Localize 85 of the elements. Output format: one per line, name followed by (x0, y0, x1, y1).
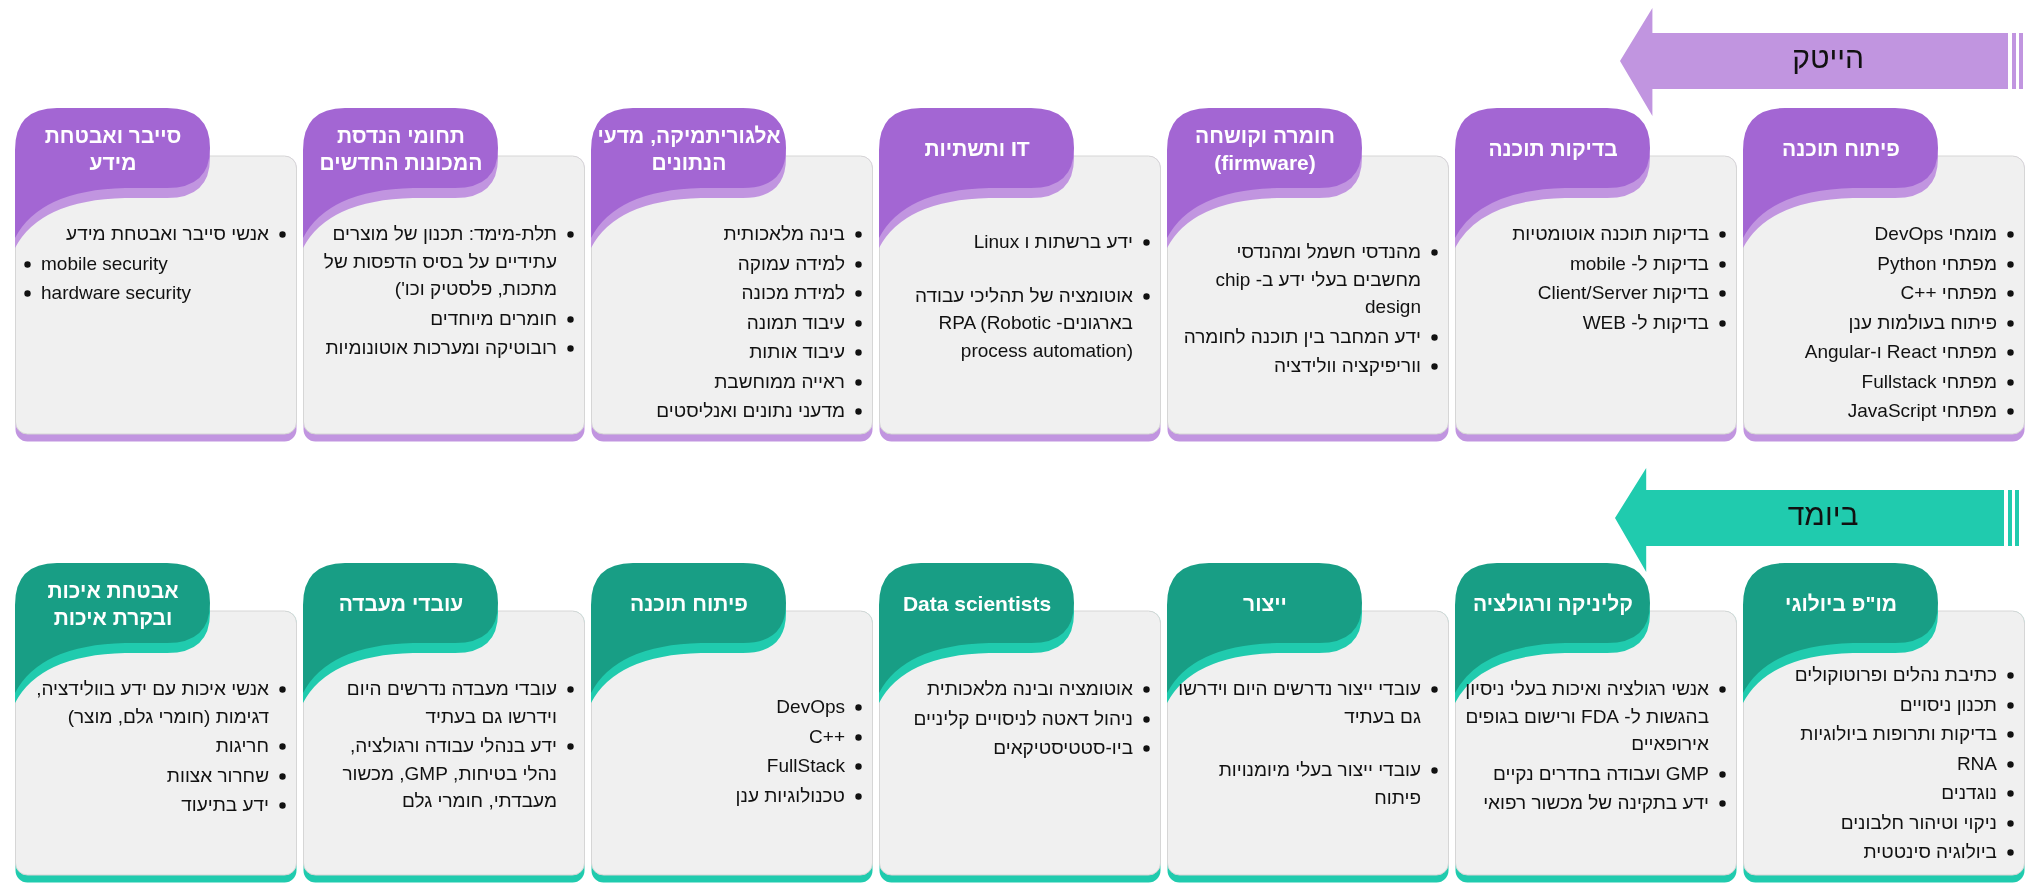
bullet-item: חומרים מיוחדים (311, 304, 577, 333)
bullet-item: תלת-מימד: תכנון של מוצרים עתידיים על בסיס הדפסות של מתכות, פלסטיק וכו') (311, 220, 577, 303)
bullet-item: רובוטיקה ומערכות אוטונומיות (311, 334, 577, 362)
card-heading: אבטחת איכות ובקרת איכות (46, 577, 180, 631)
bullet-item: ביולוגיה סינטטית (1751, 838, 2017, 866)
bullet-item: עיבוד אותות (599, 338, 865, 366)
category-card (879, 563, 1161, 883)
bullet-item: ידע המחבר בין תוכנה לחומרה (1175, 322, 1441, 351)
bullet-item: מומחי DevOps (1751, 220, 2017, 248)
bullet-item: נוגדנים (1751, 779, 2017, 807)
bullet-item: GMP ועבודה בחדרים נקיים (1463, 759, 1729, 788)
bullet-item: ניקוי וטיהור חלבונים (1751, 808, 2017, 837)
category-card (1455, 563, 1737, 883)
bullet-item: אנשי סייבר ואבטחת מידע (23, 220, 289, 248)
card-heading: בדיקות תוכנה (1487, 136, 1619, 163)
bullet-item: מהנדסי חשמל ומהנדסי מחשבים בעלי ידע ב- chip design (1175, 238, 1441, 321)
bullet-item: בדיקות תוכנה אוטומטיות (1463, 220, 1729, 248)
bullet-item: מפתחי Python (1751, 249, 2017, 278)
bullet-item: מפתחי React ו-Angular (1751, 338, 2017, 366)
bullet-item: ווריפיקציה וולידציה (1175, 352, 1441, 380)
card-heading: קליניקה ורגולציה (1472, 591, 1634, 618)
arrow-banner (1615, 468, 2020, 572)
bullet-item: פיתוח בעולמות ענן (1751, 308, 2017, 337)
bullet-item: למידה עמוקה (599, 249, 865, 278)
bullet-item: בינה מלאכותית (599, 220, 865, 248)
category-card (1743, 563, 2025, 883)
bullet-item: mobile security (23, 249, 289, 278)
bullet-item: אנשי איכות עם ידע בוולידציה, דגימות (חומרי גלם, מוצר) (23, 675, 289, 731)
banner-label: הייטק (1791, 41, 1866, 75)
category-card (15, 108, 297, 442)
bullet-item: כתיבת נהלים ופרוטוקולים (1751, 661, 2017, 689)
card-heading: חומרה וקושחה (firmware) (1194, 122, 1336, 176)
bullet-item: מדעני נתונים ואנליסטים (599, 397, 865, 425)
bullet-item: בדיקות Client/Server (1463, 279, 1729, 307)
bullet-item: שחרור אצוות (23, 761, 289, 790)
bullet-item: ידע בתיעוד (23, 791, 289, 819)
bullet-item: מפתחי JavaScript (1751, 397, 2017, 425)
bullet-item: אנשי רגולציה ואיכות בעלי ניסיון בהגשות ל- FDA ורישום בגופים אירופאיים (1463, 675, 1729, 758)
card-heading: תחומי הנדסת המכונות החדשים (318, 122, 484, 176)
bullet-item: ביו-סטטיסטיקאים (887, 734, 1153, 762)
bullet-item: אוטומציה ובינה מלאכותית (887, 675, 1153, 703)
bullet-item: ידע ברשתות ו Linux (887, 228, 1153, 256)
card-heading: אלגוריתמיקה, מדעי הנתונים (596, 122, 782, 176)
category-card (879, 108, 1161, 442)
bullet-item: ניהול דאטה לניסויים קליניים (887, 704, 1153, 733)
card-heading: IT ותשתיות (923, 136, 1031, 163)
bullet-item: תכנון ניסויים (1751, 690, 2017, 719)
bullet-item: עובדי ייצור בעלי מיומנויות פיתוח (1175, 756, 1441, 812)
category-card (591, 108, 873, 442)
card-heading: פיתוח תוכנה (629, 591, 749, 618)
bullet-item: ידע בנהלי עבודה ורגולציה, נהלי בטיחות, GMP, מכשור מעבדתי, חומרי גלם (311, 732, 577, 815)
bullet-item: בדיקות ל- WEB (1463, 308, 1729, 337)
category-card (15, 563, 297, 883)
banner-label: ביומד (1786, 498, 1860, 532)
card-heading: עובדי מעבדה (337, 591, 465, 618)
bullet-item: RNA (1751, 749, 2017, 778)
bullet-item: למידת מכונה (599, 279, 865, 307)
category-card (303, 563, 585, 883)
bullet-item: חריגות (23, 732, 289, 760)
bullet-item: בדיקות ותרופות ביולוגיות (1751, 720, 2017, 748)
bullet-item: FullStack (599, 752, 865, 780)
bullet-item: ידע בתקינה של מכשור רפואי (1463, 789, 1729, 817)
category-card (1455, 108, 1737, 442)
bullet-item: בדיקות ל- mobile (1463, 249, 1729, 278)
bullet-item: עובדי ייצור נדרשים היום וידרשו גם בעתיד (1175, 675, 1441, 731)
card-heading: מו"פ ביולוגי (1784, 591, 1898, 618)
bullet-item: C++ (599, 722, 865, 751)
card-heading: פיתוח תוכנה (1781, 136, 1901, 163)
card-heading: ייצור (1242, 591, 1288, 618)
bullet-item: טכנולוגיות ענן (599, 781, 865, 810)
category-card (591, 563, 873, 883)
category-card (303, 108, 585, 442)
card-heading: Data scientists (901, 591, 1053, 618)
category-card (1167, 563, 1449, 883)
bullet-item: DevOps (599, 693, 865, 721)
bullet-item: ראייה ממוחשבת (599, 367, 865, 396)
bullet-item: עובדי מעבדה נדרשים היום וידרשו גם בעתיד (311, 675, 577, 731)
bullet-item: עיבוד תמונה (599, 308, 865, 337)
bullet-item: מפתחי Fullstack (1751, 367, 2017, 396)
card-heading: סייבר ואבטחת מידע (43, 122, 183, 176)
arrow-banner (1620, 8, 2024, 116)
bullet-item: אוטומציה של תהליכי עבודה בארגונים- RPA (Robotic process automation) (887, 281, 1153, 365)
category-card (1167, 108, 1449, 442)
category-card (1743, 108, 2025, 442)
bullet-item: hardware security (23, 279, 289, 307)
